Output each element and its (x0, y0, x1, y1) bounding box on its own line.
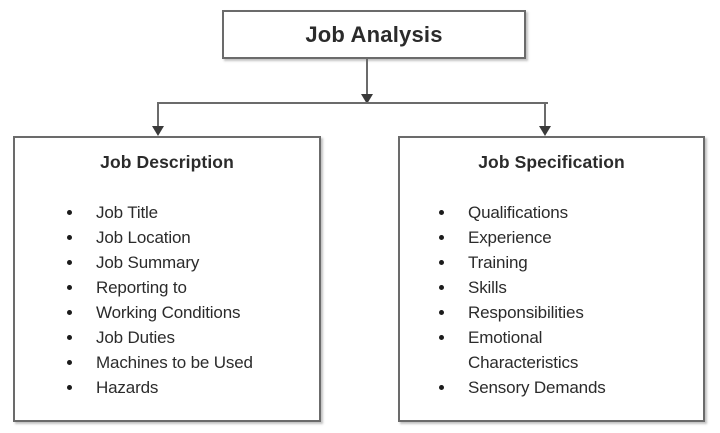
list-item: Job Summary (64, 250, 319, 275)
job-specification-title: Job Specification (478, 152, 625, 172)
job-description-title: Job Description (100, 152, 234, 172)
list-item: Job Duties (64, 325, 319, 350)
arrowhead-left-icon (152, 126, 164, 136)
connector-trunk (366, 59, 368, 104)
list-item: Skills (436, 275, 703, 300)
connector-drop-right (544, 102, 546, 128)
list-item: Job Location (64, 225, 319, 250)
list-item: Training (436, 250, 703, 275)
node-job-analysis: Job Analysis (222, 10, 526, 59)
list-item: Machines to be Used (64, 350, 319, 375)
arrowhead-right-icon (539, 126, 551, 136)
list-item: Working Conditions (64, 300, 319, 325)
list-item: Job Title (64, 200, 319, 225)
connector-drop-left (157, 102, 159, 128)
list-item: Experience (436, 225, 703, 250)
list-item: Emotional Characteristics (436, 325, 618, 375)
node-job-description: Job Description Job Title Job Location J… (13, 136, 321, 422)
list-item: Qualifications (436, 200, 703, 225)
job-description-list: Job Title Job Location Job Summary Repor… (15, 200, 319, 400)
arrowhead-trunk-icon (361, 94, 373, 104)
node-job-specification: Job Specification Qualifications Experie… (398, 136, 705, 422)
job-specification-list: Qualifications Experience Training Skill… (400, 200, 703, 400)
list-item: Reporting to (64, 275, 319, 300)
root-title: Job Analysis (305, 21, 443, 47)
list-item: Hazards (64, 375, 319, 400)
connector-bus (158, 102, 548, 104)
list-item: Sensory Demands (436, 375, 703, 400)
list-item: Responsibilities (436, 300, 703, 325)
